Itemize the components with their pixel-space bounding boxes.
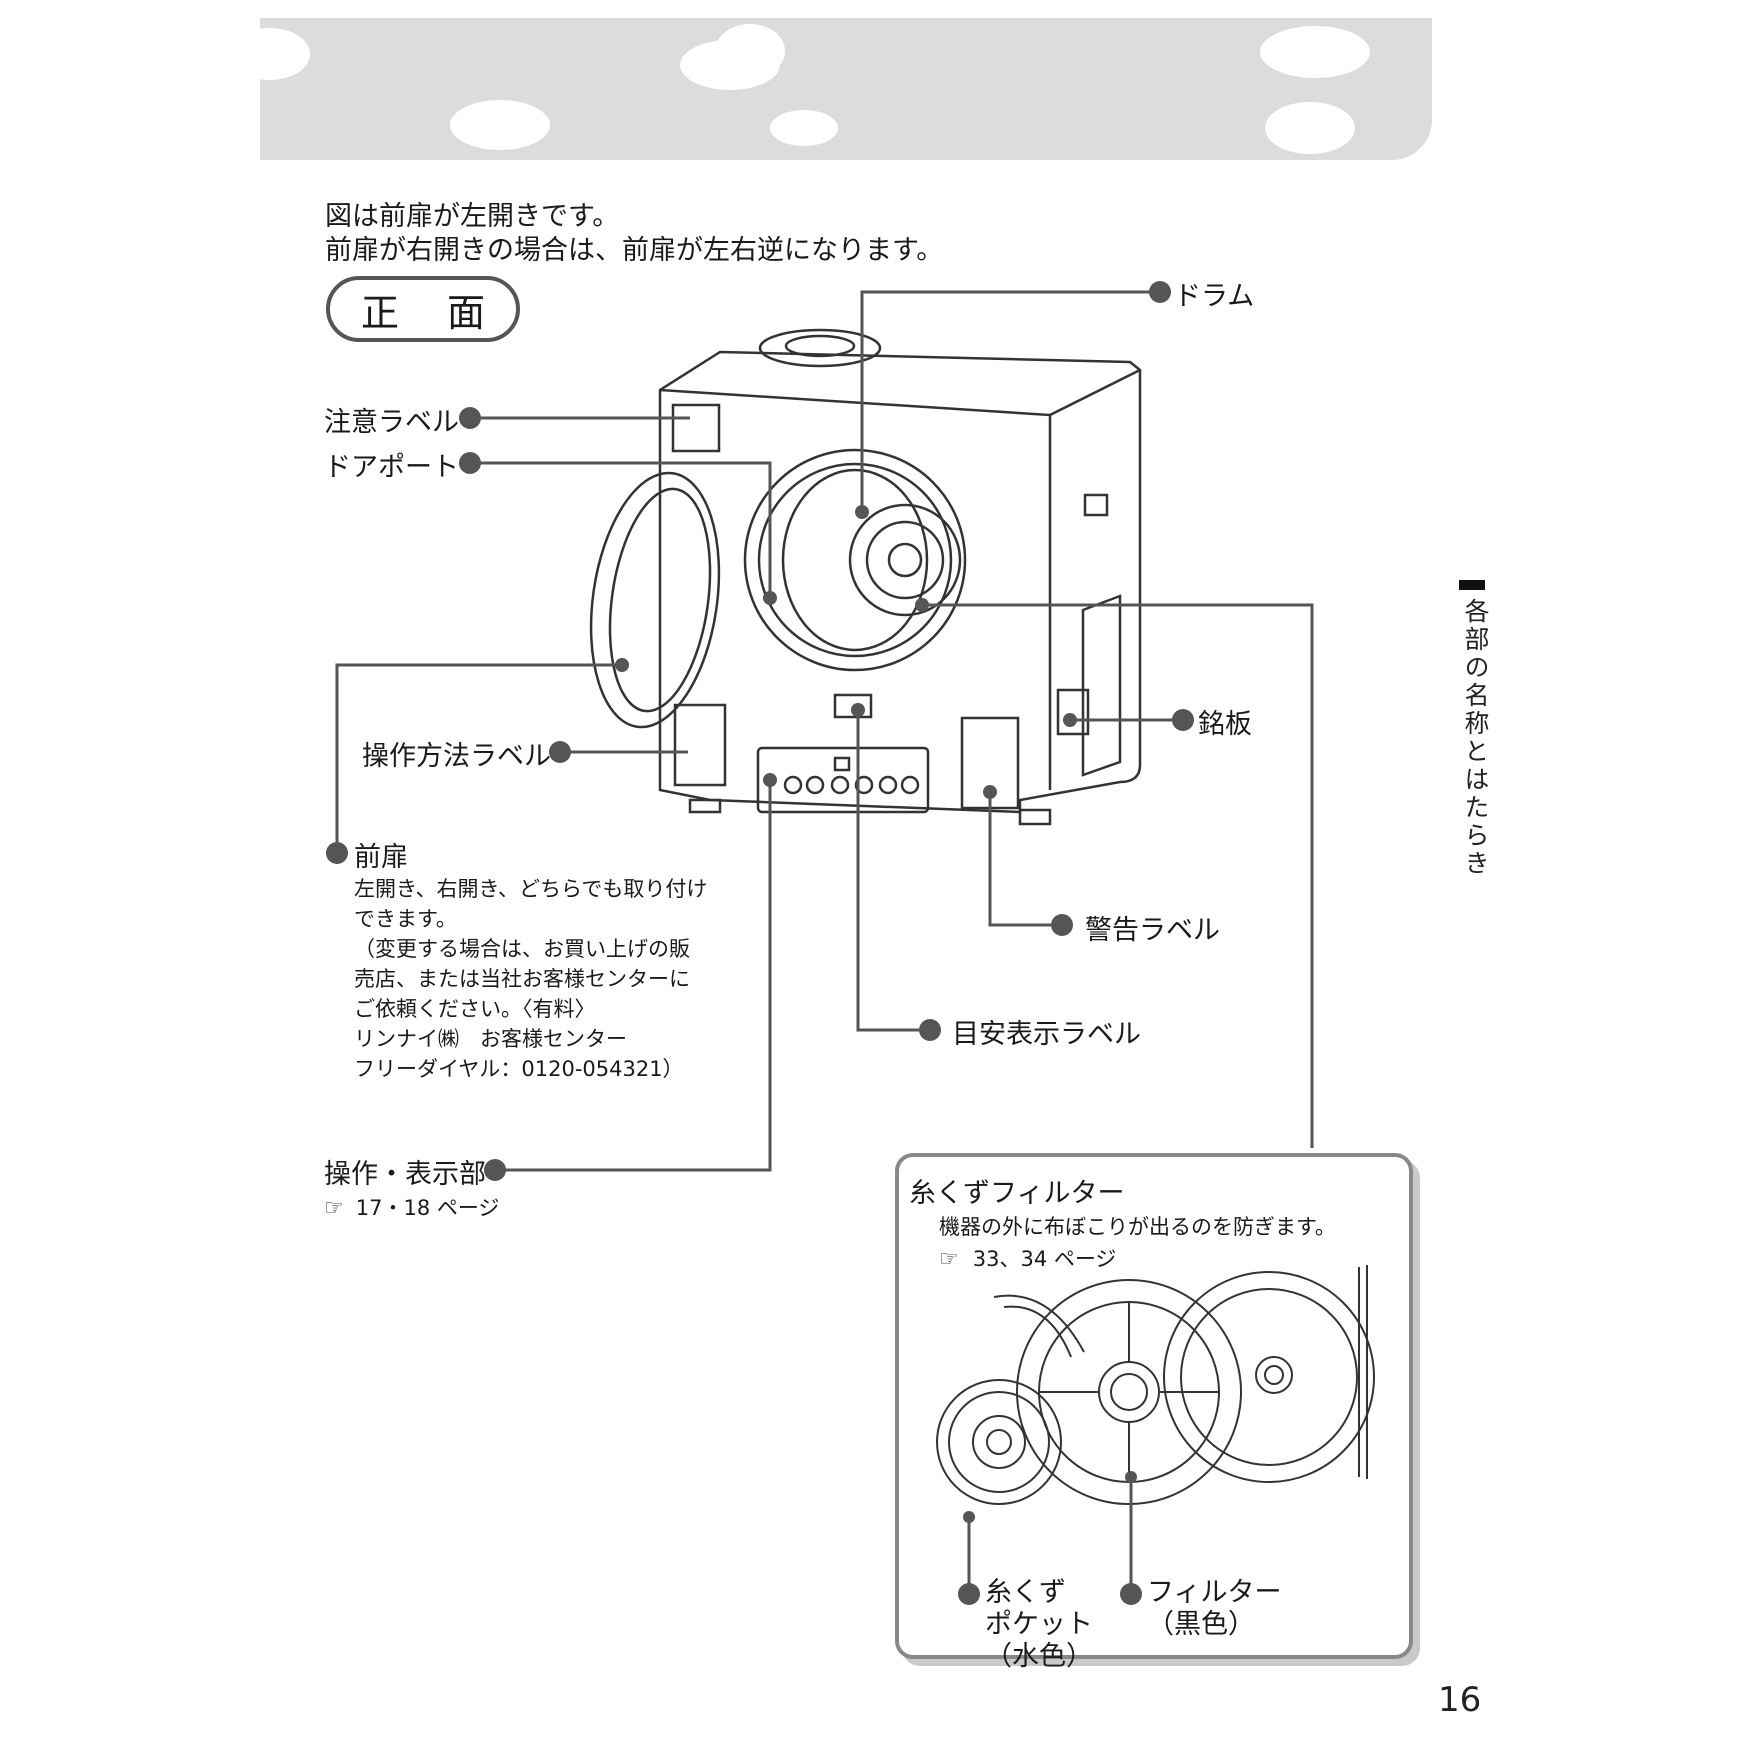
filled-circle-icon: [459, 452, 481, 474]
filled-circle-icon: [615, 658, 629, 672]
cloud-icon: [450, 100, 550, 150]
header-banner: [260, 18, 1432, 160]
filled-circle-icon: [1149, 281, 1171, 303]
note-line: フリーダイヤル：0120-054321）: [354, 1057, 684, 1081]
filled-circle-icon: [1172, 709, 1194, 731]
label-filter-black: フィルター （黒色）: [1147, 1577, 1282, 1640]
note-line: 売店、または当社お客様センターに: [354, 967, 690, 991]
filled-circle-icon: [963, 1511, 975, 1523]
filled-circle-icon: [958, 1583, 980, 1605]
front-door-title: 前扉: [354, 842, 408, 873]
filled-circle-icon: [915, 598, 929, 612]
label-caution: 注意ラベル: [324, 407, 459, 438]
intro-line-2: 前扉が右開きの場合は、前扉が左右逆になります。: [325, 235, 944, 266]
filled-circle-icon: [459, 407, 481, 429]
label-lint-pocket: 糸くず ポケット （水色）: [985, 1577, 1093, 1672]
note-line: ご依頼ください。〈有料〉: [354, 997, 596, 1021]
view-badge: 正 面: [326, 276, 520, 342]
bullet-markers: [326, 281, 1194, 1181]
filled-circle-icon: [484, 1159, 506, 1181]
note-line: リンナイ㈱ お客様センター: [354, 1027, 627, 1051]
front-door-note: 左開き、右開き、どちらでも取り付け できます。 （変更する場合は、お買い上げの販…: [354, 874, 707, 1084]
note-line: （変更する場合は、お買い上げの販: [354, 937, 690, 961]
cloud-icon: [715, 24, 785, 78]
leader-lines: [335, 290, 1314, 1172]
intro-text: 図は前扉が左開きです。 前扉が右開きの場合は、前扉が左右逆になります。: [325, 200, 943, 268]
filled-circle-icon: [1063, 713, 1077, 727]
filled-circle-icon: [855, 505, 869, 519]
label-operation: 操作方法ラベル: [362, 741, 551, 772]
lint-filter-title: 糸くずフィルター: [909, 1178, 1125, 1209]
page-number: 16: [1438, 1680, 1482, 1720]
filled-circle-icon: [326, 842, 348, 864]
filled-circle-icon: [549, 741, 571, 763]
label-door-port: ドアポート: [324, 452, 459, 483]
dryer-body: [589, 328, 1142, 826]
filled-circle-icon: [763, 591, 777, 605]
note-line: できます。: [354, 907, 457, 931]
filled-circle-icon: [1051, 914, 1073, 936]
lint-filter-desc: 機器の外に布ぼこりが出るのを防ぎます。: [939, 1215, 1336, 1239]
filter-bullets: [958, 1471, 1142, 1605]
filled-circle-icon: [763, 773, 777, 787]
control-panel-title: 操作・表示部: [324, 1159, 486, 1190]
pointing-hand-icon: ☞: [939, 1247, 959, 1272]
intro-line-1: 図は前扉が左開きです。: [325, 201, 620, 232]
cloud-icon: [770, 110, 838, 146]
filled-circle-icon: [919, 1019, 941, 1041]
filter-leader-lines: [967, 1477, 1133, 1594]
filled-circle-icon: [1120, 1583, 1142, 1605]
cloud-icon: [1260, 26, 1370, 78]
lint-filter-panel: 糸くずフィルター 機器の外に布ぼこりが出るのを防ぎます。 ☞33、34 ページ: [895, 1153, 1413, 1672]
filter-parts: [936, 1265, 1375, 1505]
lint-filter-ref[interactable]: ☞33、34 ページ: [939, 1247, 1117, 1272]
control-panel-ref[interactable]: ☞17・18 ページ: [324, 1196, 500, 1221]
lint-filter-illustration: [936, 1265, 1375, 1605]
label-guide: 目安表示ラベル: [952, 1019, 1141, 1050]
cloud-icon: [1265, 102, 1355, 154]
label-nameplate: 銘板: [1198, 709, 1252, 740]
note-line: 左開き、右開き、どちらでも取り付け: [354, 877, 708, 901]
pointing-hand-icon: ☞: [324, 1196, 344, 1221]
label-drum: ドラム: [1174, 281, 1255, 312]
side-index-text: 各部の名称とはたらき: [1461, 598, 1490, 878]
filled-circle-icon: [983, 785, 997, 799]
filled-circle-icon: [851, 703, 865, 717]
label-warning: 警告ラベル: [1085, 915, 1220, 946]
filled-circle-icon: [1125, 1471, 1137, 1483]
side-index-marker: [1459, 580, 1485, 590]
